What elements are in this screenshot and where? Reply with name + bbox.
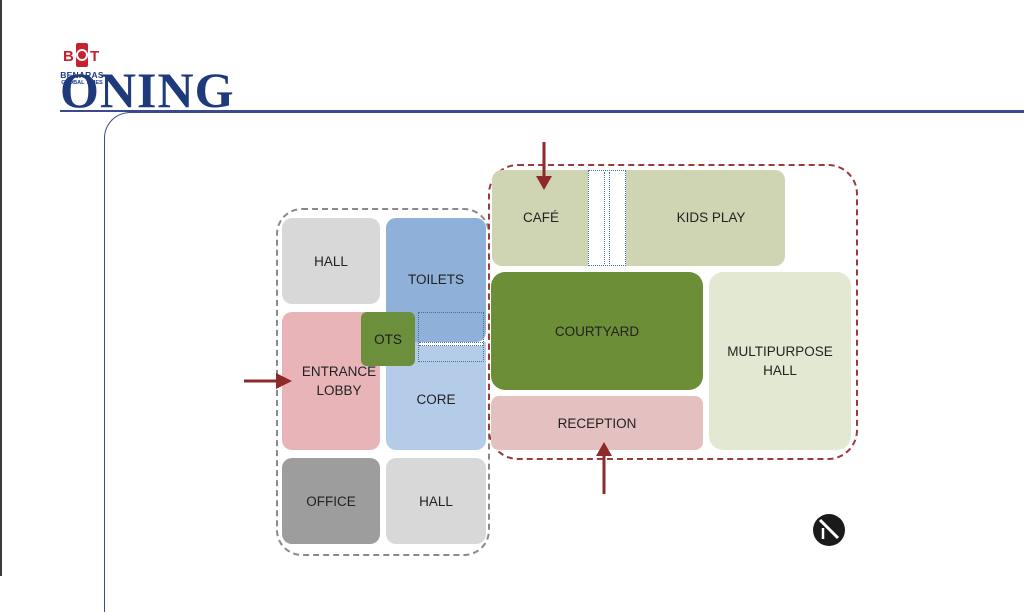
zone-multipurpose-hall: MULTIPURPOSE HALL xyxy=(709,272,851,450)
shaft-dotted-outline xyxy=(418,312,484,362)
north-arrow-icon xyxy=(813,514,845,546)
entry-arrows xyxy=(244,142,612,494)
zone-cafe: CAFÉ xyxy=(492,170,602,266)
logo-mark-t: T xyxy=(90,48,99,65)
zone-ots: OTS xyxy=(361,312,415,366)
zone-hall-top: HALL xyxy=(282,218,380,304)
logo-mark-b: B xyxy=(63,48,74,65)
zone-courtyard: COURTYARD xyxy=(491,272,703,390)
title-underline xyxy=(60,110,1024,112)
right-block-outline xyxy=(488,164,858,460)
zone-office: OFFICE xyxy=(282,458,380,544)
entry-arrow-icon xyxy=(244,373,292,389)
zone-toilets: TOILETS xyxy=(386,218,486,342)
corridor-dotted-outline xyxy=(588,170,626,266)
zone-kids-play: KIDS PLAY xyxy=(611,170,785,266)
entry-arrow-icon xyxy=(596,442,612,494)
left-edge-rule xyxy=(0,0,2,576)
zone-hall-bottom: HALL xyxy=(386,458,486,544)
shaft-divider-line xyxy=(419,342,483,346)
corridor-divider-line xyxy=(604,172,605,264)
corridor-divider-line-2 xyxy=(609,172,610,264)
logo-text-line2: GLOBAL TIMES xyxy=(61,80,103,86)
logo-mark-icon: B T xyxy=(63,43,99,67)
benaras-global-times-logo: B T BENARAS GLOBAL TIMES xyxy=(52,42,112,92)
logo-text-line1: BENARAS xyxy=(60,70,104,80)
entry-arrow-icon xyxy=(536,142,552,190)
slide-title: ONING xyxy=(60,62,235,118)
zone-reception: RECEPTION xyxy=(491,396,703,450)
